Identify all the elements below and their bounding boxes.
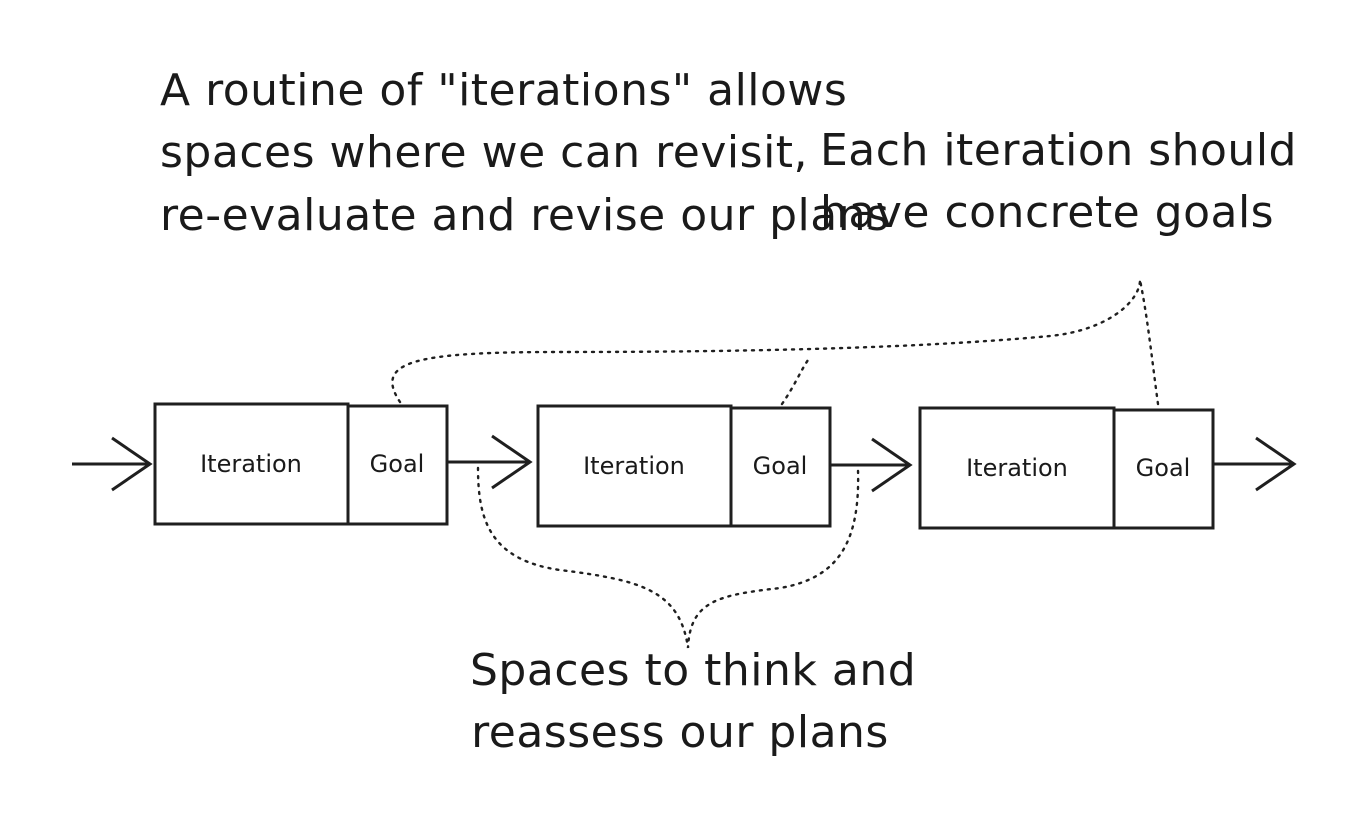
annotation-line: have concrete goals: [820, 187, 1275, 239]
annotation-spaces-to-think: Spaces to think and reassess our plans: [470, 640, 917, 765]
iteration-label: Iteration: [583, 452, 685, 480]
annotation-line: Each iteration should: [820, 125, 1297, 176]
dotted-connector-goal3-top: [1138, 278, 1160, 406]
iteration-label: Iteration: [200, 450, 302, 478]
iteration-block-2: Iteration Goal: [536, 404, 832, 528]
dotted-connector-bottom: [476, 466, 860, 649]
annotation-line: Spaces to think and: [470, 645, 917, 696]
annotation-iterations-routine: A routine of "iterations" allows spaces …: [160, 60, 890, 247]
dotted-connector-goal2-top: [780, 358, 810, 406]
arrow-1-to-2: [447, 434, 533, 490]
incoming-arrow: [72, 436, 153, 492]
annotation-line: reassess our plans: [471, 707, 889, 759]
outgoing-arrow: [1213, 436, 1297, 492]
goal-box: [1112, 408, 1215, 530]
goal-box: [346, 404, 449, 526]
iteration-label: Iteration: [966, 454, 1068, 482]
annotation-line: A routine of "iterations" allows: [160, 65, 848, 116]
arrow-2-to-3: [830, 437, 913, 493]
iteration-block-3: Iteration Goal: [918, 406, 1215, 530]
dotted-connector-top: [391, 278, 1142, 404]
goal-label: Goal: [370, 450, 425, 478]
iteration-block-1: Iteration Goal: [153, 402, 449, 526]
annotation-line: re-evaluate and revise our plans: [160, 189, 890, 241]
annotation-line: spaces where we can revisit,: [160, 127, 809, 179]
goal-label: Goal: [753, 452, 808, 480]
goal-box: [729, 406, 832, 528]
annotation-concrete-goals: Each iteration should have concrete goal…: [820, 120, 1297, 245]
goal-label: Goal: [1136, 454, 1191, 482]
